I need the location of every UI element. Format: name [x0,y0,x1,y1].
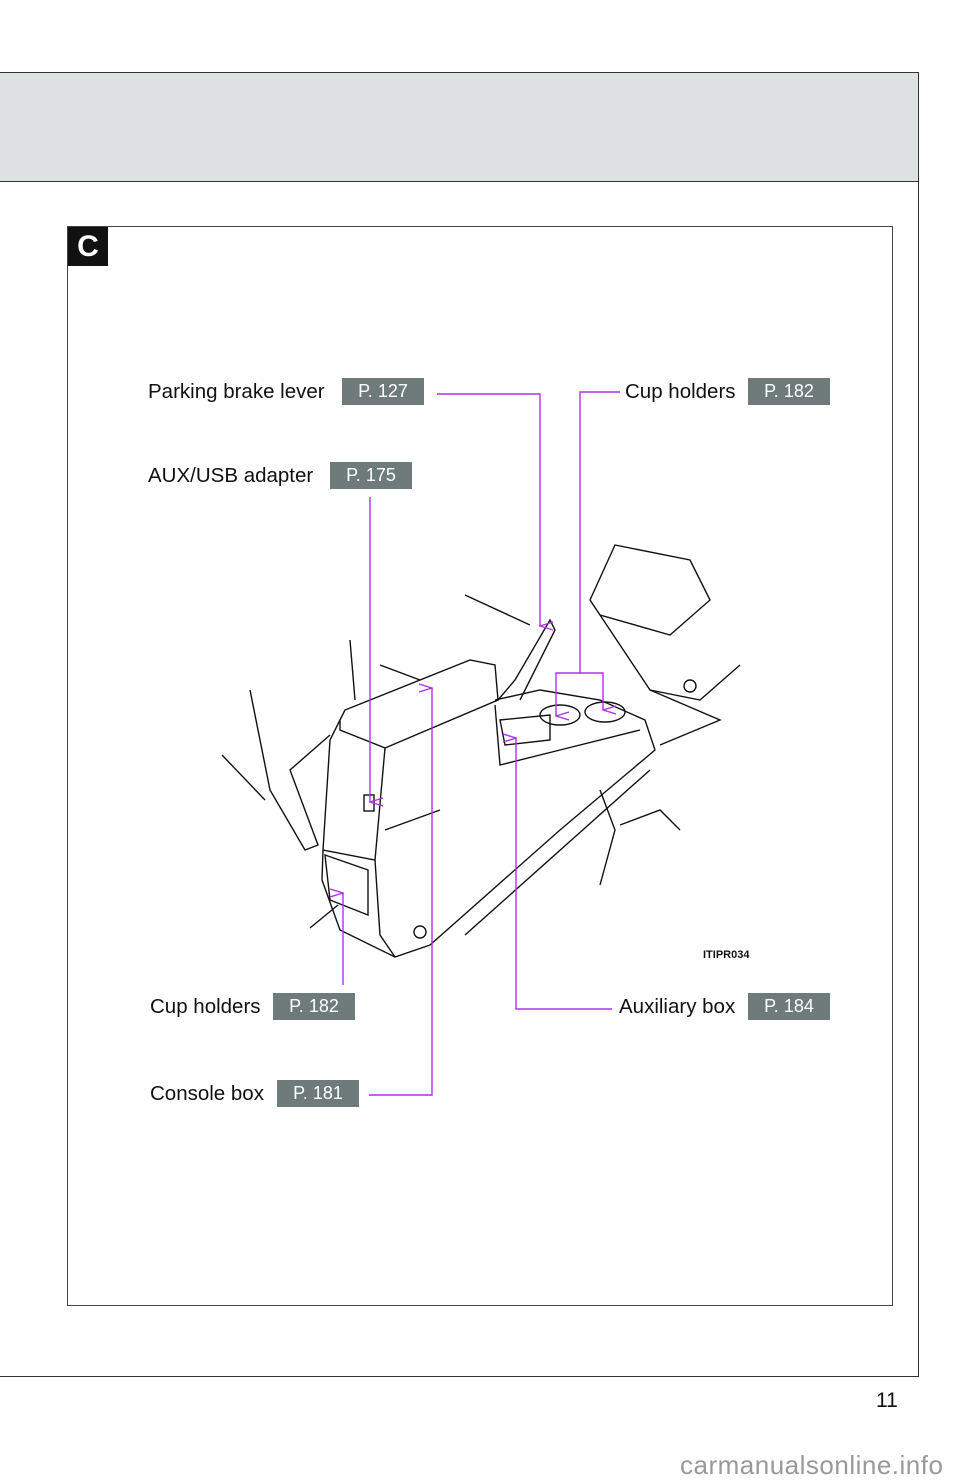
leader-lines [343,391,620,1096]
page-ref-cup-holders-top[interactable]: P. 182 [748,378,830,405]
page-frame [0,72,919,1377]
header-band [0,72,919,182]
page-ref-cup-holders-bottom[interactable]: P. 182 [273,993,355,1020]
page-number: 11 [876,1389,898,1412]
callout-label-cup-holders-top: Cup holders [625,380,736,403]
console-drawing [221,544,741,958]
page-ref-auxiliary-box[interactable]: P. 184 [748,993,830,1020]
callout-label-cup-holders-bottom: Cup holders [150,995,261,1018]
section-badge: C [68,227,108,266]
page-ref-aux-usb[interactable]: P. 175 [330,462,412,489]
leader-cup-holders-branch-left [556,672,580,716]
illustration-code: ITIPR034 [703,949,750,961]
page-ref-parking-brake[interactable]: P. 127 [342,378,424,405]
leader-cup-holders-top [579,391,620,673]
leader-auxiliary-box [516,738,612,1010]
callout-label-parking-brake: Parking brake lever [148,380,325,403]
illustration-panel [67,226,893,1306]
callout-label-aux-usb: AUX/USB adapter [148,464,314,487]
callout-label-auxiliary-box: Auxiliary box [619,995,736,1018]
leader-console-box [369,688,432,1096]
callout-label-console-box: Console box [150,1082,264,1105]
leader-parking-brake [437,393,540,626]
page-ref-console-box[interactable]: P. 181 [277,1080,359,1107]
watermark: carmanualsonline.info [680,1450,944,1480]
leader-cup-holders-branch-right [580,672,603,710]
